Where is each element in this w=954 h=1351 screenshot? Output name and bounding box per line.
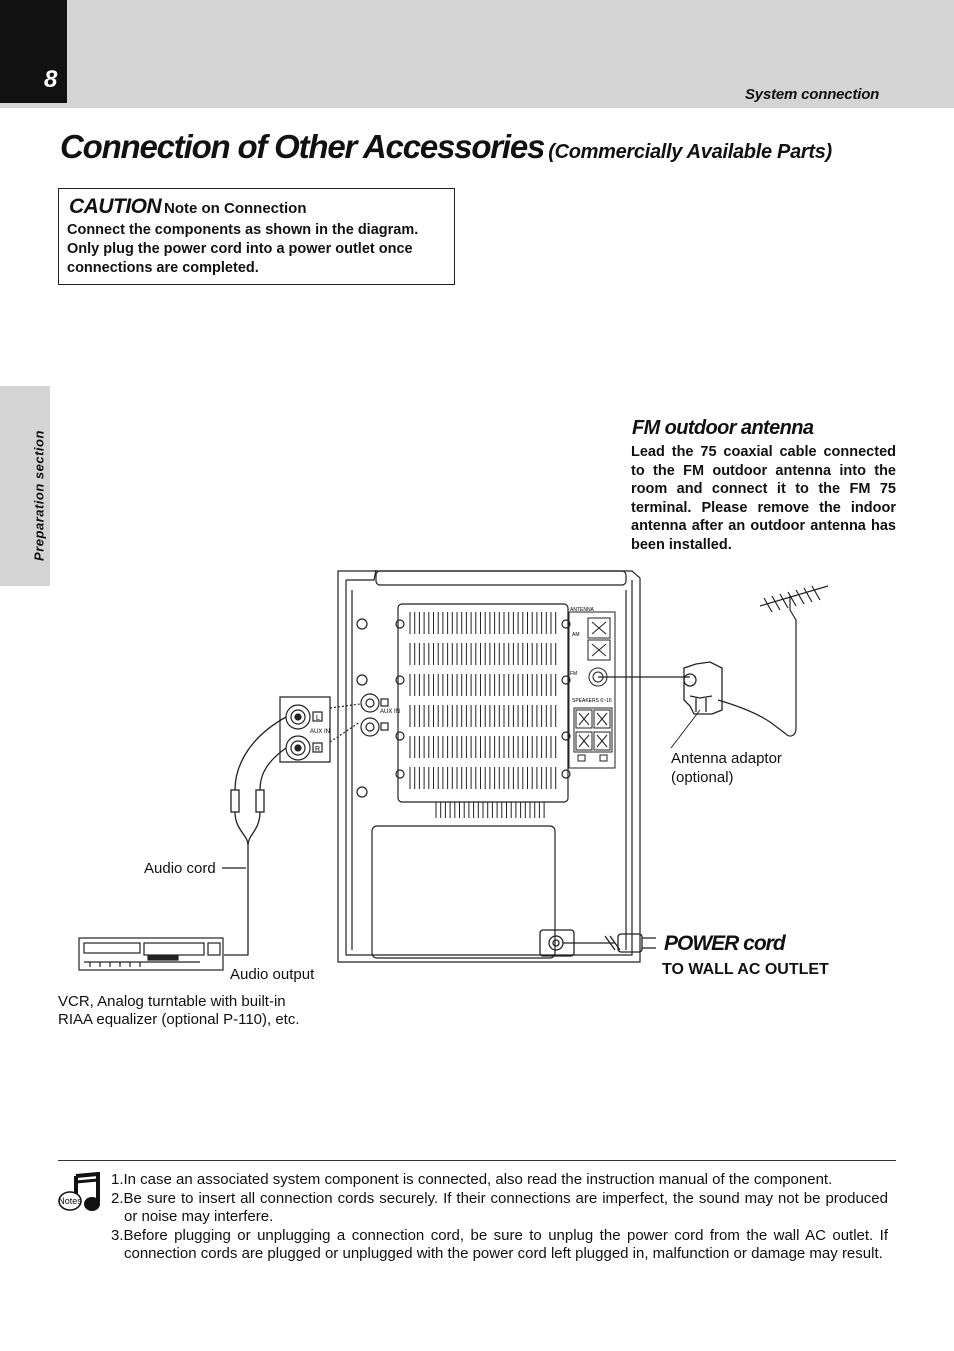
main-unit-top-handle [375, 570, 627, 586]
main-unit-outline [337, 570, 641, 963]
page-title-main: Connection of Other Accessories [60, 128, 545, 165]
audio-cord-l [234, 716, 287, 791]
source-device-line1: VCR, Analog turntable with built-in [58, 993, 286, 1010]
page-subtitle: (Commercially Available Parts) [548, 141, 832, 163]
notes-divider [58, 1160, 896, 1161]
source-device-line2: RIAA equalizer (optional P-110), etc. [58, 1011, 300, 1028]
notes-list: 1.In case an associated system component… [111, 1171, 888, 1264]
audio-cord-r [259, 747, 287, 791]
vent-slots [409, 612, 557, 818]
side-tab [0, 386, 50, 586]
jack-r-label: R [315, 746, 320, 753]
power-cord-subtitle: TO WALL AC OUTLET [662, 961, 829, 978]
page-number-box [0, 0, 67, 103]
power-cord-title: POWER cord [664, 932, 786, 955]
antenna-adaptor-note: (optional) [671, 769, 734, 786]
vent-panel [397, 603, 569, 803]
aux-jack-callout [279, 696, 331, 763]
page-number: 8 [44, 66, 58, 93]
callout-aux-label: AUX IN [310, 729, 330, 735]
vcr-device [78, 937, 224, 971]
terminal-panel [568, 611, 616, 769]
jack-l-label: L [316, 715, 320, 722]
fm-antenna-title: FM outdoor antenna [632, 417, 814, 439]
am-label: AM [572, 632, 580, 638]
notes-icon: Notes [58, 1172, 100, 1211]
unit-aux-label: AUX IN [380, 709, 400, 715]
note-item-1: 1.In case an associated system component… [111, 1171, 833, 1188]
note-item-2: 2.Be sure to insert all connection cords… [111, 1189, 888, 1226]
audio-cord-joined [224, 845, 249, 956]
caution-body: Connect the components as shown in the d… [67, 222, 419, 276]
section-title: System connection [745, 86, 880, 103]
note-item-3: 3.Before plugging or unplugging a connec… [111, 1226, 888, 1263]
caution-heading: Note on Connection [164, 200, 307, 217]
speakers-panel-label: SPEAKERS 6~16 [572, 698, 612, 704]
antenna-panel-label: ANTENNA [570, 607, 595, 613]
antenna-adaptor-label: Antenna adaptor [671, 750, 782, 767]
fm-label: FM [570, 671, 577, 677]
audio-output-label: Audio output [230, 966, 315, 983]
outdoor-antenna [598, 585, 829, 737]
header-band [0, 0, 954, 108]
page-title: Connection of Other Accessories(Commerci… [60, 128, 832, 166]
antenna-adaptor [683, 661, 723, 715]
lower-panel [371, 825, 556, 959]
power-plug [617, 933, 643, 953]
caution-box: CAUTION Note on Connection Connect the c… [58, 188, 455, 285]
fm-antenna-body: Lead the 75 coaxial cable connected to t… [631, 444, 896, 553]
audio-cord-label: Audio cord [144, 860, 216, 877]
notes-icon-label: Notes [58, 1196, 82, 1206]
caution-word: CAUTION [69, 195, 162, 218]
